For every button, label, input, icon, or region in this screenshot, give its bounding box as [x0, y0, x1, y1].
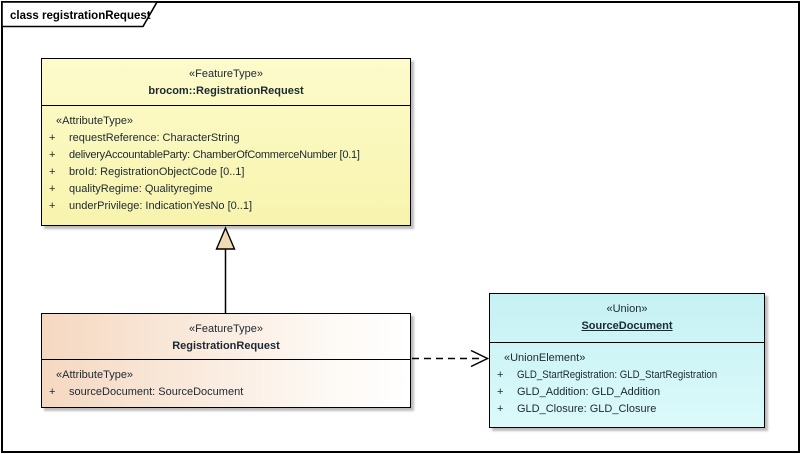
- class-stereotype: «Union»: [606, 303, 648, 315]
- class-name: SourceDocument: [581, 320, 673, 332]
- class-stereotype: «FeatureType»: [189, 323, 263, 335]
- attribute-row[interactable]: + GLD_StartRegistration: GLD_StartRegistr…: [490, 367, 764, 384]
- tab-shape: [1, 1, 159, 28]
- attribute-text: GLD_Addition: GLD_Addition: [517, 386, 661, 398]
- attribute-row[interactable]: + broId: RegistrationObjectCode [0..1]: [42, 164, 410, 181]
- visibility: +: [49, 149, 56, 161]
- dependency-arrow[interactable]: [412, 349, 490, 368]
- attribute-text: deliveryAccountableParty: ChamberOfComme…: [69, 149, 360, 161]
- class-header: «FeatureType» brocom::RegistrationReques…: [42, 59, 410, 105]
- generalization-arrow[interactable]: [215, 226, 236, 313]
- attribute-row[interactable]: + sourceDocument: SourceDocument: [42, 384, 410, 401]
- class-stereotype: «FeatureType»: [189, 68, 263, 80]
- dependency-arrowhead-icon: [470, 349, 490, 368]
- attributes-compartment: «AttributeType» + sourceDocument: SourceD…: [42, 359, 410, 401]
- attribute-text: sourceDocument: SourceDocument: [69, 386, 244, 398]
- class-header: «Union» SourceDocument: [490, 294, 764, 342]
- attribute-row[interactable]: + deliveryAccountableParty: ChamberOfComm…: [42, 147, 410, 164]
- attribute-stereotype: «AttributeType»: [56, 115, 134, 127]
- attribute-row[interactable]: + qualityRegime: Qualityregime: [42, 181, 410, 198]
- diagram-title-tab: class registrationRequest: [1, 1, 159, 28]
- visibility: +: [497, 369, 504, 381]
- class-header: «FeatureType» RegistrationRequest: [42, 314, 410, 359]
- class-source-document[interactable]: «Union» SourceDocument «UnionElement» + G…: [489, 293, 765, 428]
- visibility: +: [497, 386, 504, 398]
- attribute-text: GLD_StartRegistration: GLD_StartRegistra…: [517, 369, 718, 381]
- class-brocom-registration-request[interactable]: «FeatureType» brocom::RegistrationReques…: [41, 58, 411, 226]
- visibility: +: [497, 403, 504, 415]
- generalization-triangle-icon: [215, 226, 236, 250]
- visibility: +: [49, 166, 56, 178]
- attribute-row[interactable]: + requestReference: CharacterString: [42, 130, 410, 147]
- class-name: brocom::RegistrationRequest: [148, 85, 304, 97]
- attribute-text: underPrivilege: IndicationYesNo [0..1]: [69, 200, 253, 212]
- attribute-row[interactable]: + underPrivilege: IndicationYesNo [0..1]: [42, 198, 410, 215]
- visibility: +: [49, 183, 56, 195]
- class-name: RegistrationRequest: [172, 340, 280, 352]
- class-registration-request[interactable]: «FeatureType» RegistrationRequest «Attri…: [41, 313, 411, 408]
- attribute-text: broId: RegistrationObjectCode [0..1]: [69, 166, 245, 178]
- attribute-row[interactable]: + GLD_Closure: GLD_Closure: [490, 401, 764, 418]
- diagram-title: class registrationRequest: [10, 10, 151, 22]
- attribute-text: requestReference: CharacterString: [69, 132, 240, 144]
- visibility: +: [49, 386, 56, 398]
- attribute-text: GLD_Closure: GLD_Closure: [517, 403, 657, 415]
- visibility: +: [49, 132, 56, 144]
- attributes-compartment: «UnionElement» + GLD_StartRegistration: G…: [490, 342, 764, 418]
- visibility: +: [49, 200, 56, 212]
- attribute-stereotype: «UnionElement»: [504, 352, 586, 364]
- attribute-text: qualityRegime: Qualityregime: [69, 183, 213, 195]
- attribute-row[interactable]: + GLD_Addition: GLD_Addition: [490, 384, 764, 401]
- attribute-stereotype: «AttributeType»: [56, 369, 134, 381]
- attributes-compartment: «AttributeType» + requestReference: Chara…: [42, 105, 410, 215]
